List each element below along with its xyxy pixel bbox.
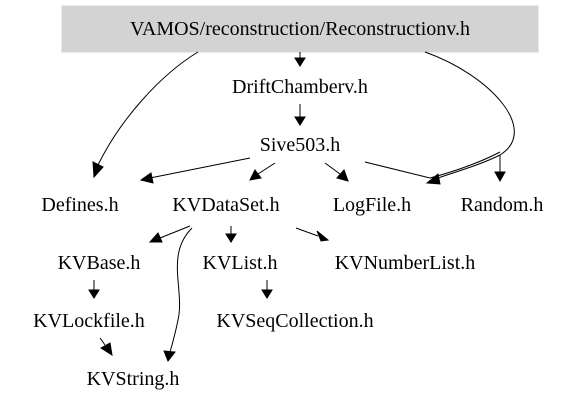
- arrowhead-kvlockfile-to-kvstring: [100, 342, 113, 357]
- edge-kvdataset-to-kvbase: [159, 225, 191, 239]
- node-kvlockfile[interactable]: KVLockfile.h: [33, 310, 145, 332]
- edge-sive-to-logfile: [324, 162, 341, 175]
- node-root[interactable]: VAMOS/reconstruction/Reconstructionv.h: [130, 18, 470, 40]
- node-kvdataset[interactable]: KVDataSet.h: [172, 194, 279, 216]
- arrowhead-driftchamber-to-sive: [294, 116, 306, 126]
- node-kvseqcollection[interactable]: KVSeqCollection.h: [216, 310, 373, 332]
- arrowhead-kvdataset-to-kvnumberlist: [316, 230, 330, 242]
- node-kvstring[interactable]: KVString.h: [87, 368, 180, 390]
- node-defines[interactable]: Defines.h: [41, 194, 118, 216]
- node-sive503[interactable]: Sive503.h: [260, 134, 341, 156]
- arrowhead-sive-to-kvdataset: [249, 169, 262, 181]
- arrowhead-sive-to-logfile: [336, 169, 349, 182]
- edge-kvdataset-to-kvnumberlist: [295, 227, 319, 237]
- edge-kvdataset-to-kvstring: [169, 227, 193, 353]
- arrowhead-root-to-defines: [92, 161, 104, 179]
- node-random[interactable]: Random.h: [461, 194, 544, 216]
- edge-root-to-logfile: [424, 51, 515, 179]
- arrowhead-root-to-random: [494, 171, 506, 183]
- edge-sive-to-kvdataset: [257, 162, 276, 175]
- arrowhead-root-to-driftchamber: [294, 57, 306, 67]
- arrowhead-kvlist-to-kvseqcollection: [261, 289, 273, 299]
- edge-sive-to-random: [364, 151, 501, 179]
- node-driftchamber[interactable]: DriftChamberv.h: [232, 76, 368, 98]
- edge-sive-to-defines: [149, 157, 251, 179]
- arrowhead-kvbase-to-kvlockfile: [88, 289, 100, 299]
- root-node-box: [61, 5, 539, 53]
- node-logfile[interactable]: LogFile.h: [333, 194, 411, 216]
- nodes: VAMOS/reconstruction/Reconstructionv.h D…: [33, 18, 543, 390]
- edge-kvlockfile-to-kvstring: [99, 337, 106, 346]
- arrowhead-kvdataset-to-kvbase: [148, 232, 163, 243]
- arrowhead-kvdataset-to-kvstring: [163, 350, 176, 362]
- arrowhead-kvdataset-to-kvlist: [225, 233, 237, 243]
- node-kvbase[interactable]: KVBase.h: [58, 252, 141, 274]
- edges: [88, 51, 515, 362]
- node-kvnumberlist[interactable]: KVNumberList.h: [335, 252, 476, 274]
- node-kvlist[interactable]: KVList.h: [203, 252, 278, 274]
- edge-root-to-defines: [97, 51, 199, 166]
- arrowhead-sive-to-defines: [139, 172, 154, 184]
